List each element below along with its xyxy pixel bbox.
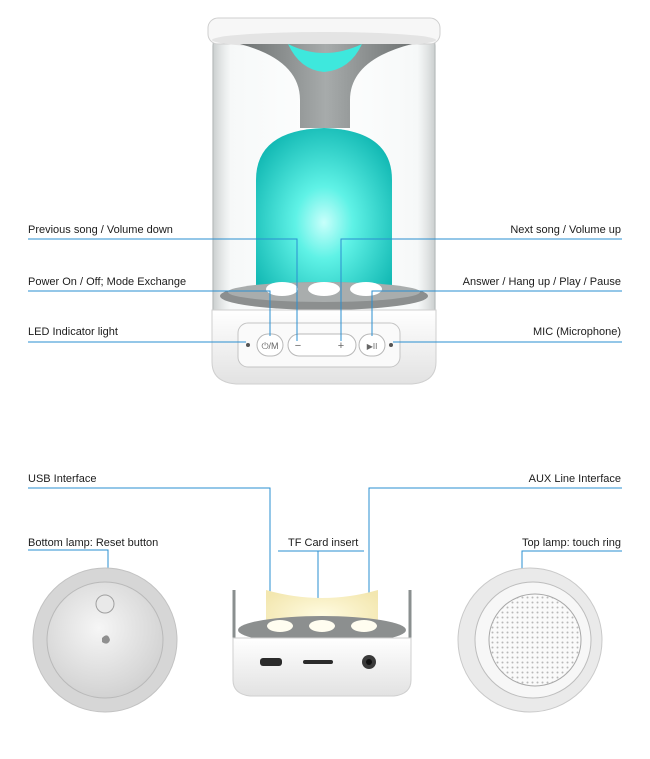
power-mode-button[interactable]: ⏻/M <box>256 333 284 357</box>
top-lamp-disc <box>457 567 603 713</box>
reset-button[interactable] <box>95 594 115 614</box>
callout-top-lamp <box>521 550 622 576</box>
label-usb: USB Interface <box>28 473 97 485</box>
label-next-song: Next song / Volume up <box>510 224 621 236</box>
label-tf-card: TF Card insert <box>288 537 359 549</box>
svg-text:+: + <box>338 340 344 352</box>
svg-text:▶II: ▶II <box>367 342 378 351</box>
label-answer: Answer / Hang up / Play / Pause <box>462 276 621 288</box>
center-mark-icon <box>102 635 110 644</box>
callout-next-song <box>340 238 622 341</box>
label-power: Power On / Off; Mode Exchange <box>28 276 187 288</box>
label-top-lamp: Top lamp: touch ring <box>521 537 621 549</box>
callout-answer <box>371 290 622 336</box>
port-view-speaker <box>232 590 412 697</box>
mic-hole <box>389 343 393 347</box>
label-bottom-lamp: Bottom lamp: Reset button <box>28 537 159 549</box>
cyan-top-glow <box>288 44 362 72</box>
label-led: LED Indicator light <box>28 326 118 338</box>
usb-port[interactable] <box>260 658 282 666</box>
svg-text:−: − <box>295 340 301 352</box>
volume-down-button[interactable]: − + <box>287 333 357 357</box>
callout-previous-song <box>28 238 298 341</box>
label-mic: MIC (Microphone) <box>532 326 621 338</box>
tf-card-slot[interactable] <box>303 660 333 664</box>
cyan-lamp <box>256 128 392 300</box>
port-base <box>232 637 412 697</box>
svg-text:⏻/M: ⏻/M <box>261 341 278 351</box>
gray-funnel <box>240 44 412 128</box>
label-aux: AUX Line Interface <box>528 473 621 485</box>
bottom-lamp-disc <box>32 567 178 713</box>
top-callout-lines <box>28 238 622 343</box>
speaker-front-view: ⏻/M − + ▶II <box>207 17 441 385</box>
play-pause-button[interactable]: ▶II <box>358 333 386 357</box>
label-previous-song: Previous song / Volume down <box>28 224 173 236</box>
touch-ring-grill[interactable] <box>488 593 582 687</box>
callout-power <box>28 290 271 336</box>
led-indicator <box>246 343 250 347</box>
